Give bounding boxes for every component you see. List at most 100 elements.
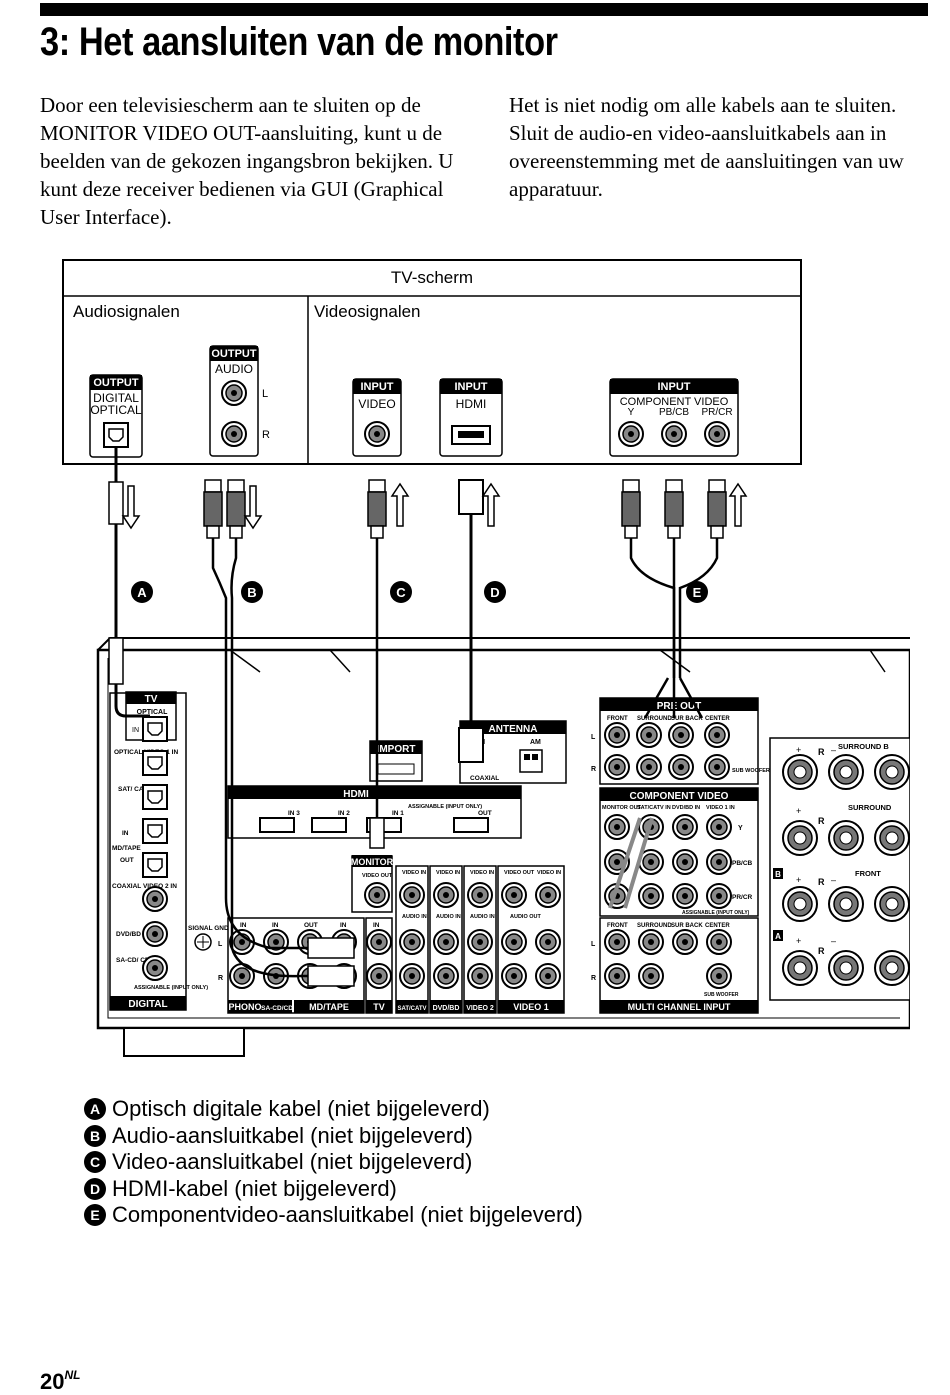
rcv-comp-dvd-in: DVD/BD IN	[672, 805, 700, 811]
rcv-spk-fa-minus-terminal-icon	[828, 950, 864, 986]
legend-text: Audio-aansluitkabel (niet bijgeleverd)	[112, 1122, 473, 1148]
rcv-monitor-video-out-jack-icon	[364, 882, 390, 908]
rcv-hdmi-in3: IN 3	[288, 810, 300, 817]
rcv-dvd-audio-r-jack-icon	[433, 963, 459, 989]
import-port-icon	[377, 763, 415, 775]
marker-a: A	[137, 585, 147, 600]
header-rule	[40, 3, 928, 16]
hdmi-in3-port-icon	[259, 817, 295, 833]
rcv-sacd-in-label: IN	[272, 922, 279, 929]
rcv-video-columns: VIDEO IN VIDEO IN VIDEO IN VIDEO OUT VID…	[395, 865, 565, 1014]
legend-marker: B	[84, 1124, 106, 1147]
rcv-mci-front-r-jack-icon	[604, 963, 630, 989]
rcv-v2-video-jack-icon	[467, 882, 493, 908]
rcv-hdmi-in2: IN 2	[338, 810, 350, 817]
rcv-sat-catv-label: SAT/CATV	[397, 1006, 426, 1012]
marker-c: C	[396, 585, 406, 600]
rcv-dvd-bd-jack-icon	[142, 921, 168, 947]
rcv-comp-y: Y	[738, 825, 743, 832]
arrow-down-icon	[243, 485, 263, 530]
rcv-tv-audio-r-jack-icon	[366, 963, 392, 989]
rcv-mci-surback: SUR BACK	[671, 923, 703, 929]
rcv-mci-front-l-jack-icon	[604, 929, 630, 955]
rcv-sat-video-jack-icon	[399, 882, 425, 908]
rcv-digital-label: DIGITAL	[128, 999, 167, 1010]
rcv-tv-in-label: IN	[132, 727, 139, 734]
rcv-mdtape-in-label: IN	[340, 922, 347, 929]
rcv-comp-v1-y-jack-icon	[706, 814, 732, 840]
rcv-monitor-label: MONITOR	[351, 857, 394, 867]
video-signals-label: Videosignalen	[314, 302, 421, 321]
rcv-digital-assignable: ASSIGNABLE (INPUT ONLY)	[134, 985, 208, 991]
legend-marker: A	[84, 1098, 106, 1121]
rcv-spk-fb-l-terminal-icon	[874, 886, 910, 922]
rcv-tv-optical-port-icon	[142, 716, 168, 742]
rcv-mci-sb-jack-icon	[672, 929, 698, 955]
cable-markers: A B C D E	[131, 581, 708, 603]
tv-component-label: COMPONENT VIDEO	[620, 396, 729, 408]
cables	[108, 446, 727, 987]
rcv-v1-video-in: VIDEO IN	[537, 870, 561, 876]
tv-comp-y-jack-icon	[618, 421, 644, 447]
rcv-spk-surb-plus-terminal-icon	[782, 754, 818, 790]
legend-item: B Audio-aansluitkabel (niet bijgeleverd)	[84, 1123, 583, 1150]
rcv-spk-surround-b: SURROUND B	[838, 742, 889, 751]
rcv-spk-r-4: R	[818, 946, 825, 956]
rcv-spk-surb-minus-terminal-icon	[828, 754, 864, 790]
rcv-spk-minus-3: –	[831, 875, 836, 885]
page-language-suffix: NL	[64, 1368, 81, 1382]
tv-input-label-component: INPUT	[658, 381, 691, 393]
rcv-analog-l: L	[218, 941, 223, 948]
rcv-spk-b-label: B	[775, 870, 781, 879]
rcv-comp-dvd-pr-jack-icon	[672, 883, 698, 909]
rcv-dvd-bd-label: DVD/BD	[433, 1005, 460, 1012]
tv-comp-pr-jack-icon	[704, 421, 730, 447]
hdmi-in2-port-icon	[311, 817, 347, 833]
rcv-preout-center-jack-icon	[704, 722, 730, 748]
rcv-spk-minus-4: –	[831, 936, 836, 946]
legend-text: Video-aansluitkabel (niet bijgeleverd)	[112, 1149, 473, 1175]
rcv-spk-sur-l-terminal-icon	[874, 820, 910, 856]
arrow-up-icon	[728, 482, 748, 527]
tv-audio-l-label: L	[262, 388, 268, 400]
rcv-preout-sub-jack-icon	[704, 754, 730, 780]
rcv-comp-mon-y-jack-icon	[604, 814, 630, 840]
rcv-component-label: COMPONENT VIDEO	[630, 791, 729, 802]
rcv-antenna-label: ANTENNA	[489, 724, 538, 735]
rcv-v1-audio-in-l-jack-icon	[535, 929, 561, 955]
rcv-sat-audio-in: AUDIO IN	[402, 914, 427, 920]
rcv-mdtape: MD/TAPE	[112, 845, 141, 852]
rcv-mci-sur-l-jack-icon	[638, 929, 664, 955]
rcv-mci-center: CENTER	[705, 923, 730, 929]
tv-audio-r-jack-icon	[221, 421, 247, 447]
hdmi-out-port-icon	[453, 817, 489, 833]
page-number: 20NL	[40, 1368, 80, 1395]
tv-input-label-hdmi: INPUT	[455, 381, 488, 393]
rcv-phono-label: PHONO	[228, 1002, 261, 1012]
rcv-comp-sat-pr-jack-icon	[638, 883, 664, 909]
rcv-comp-pr: PR/CR	[732, 894, 753, 901]
marker-b: B	[247, 585, 256, 600]
rcv-tv-audio-l-jack-icon	[366, 929, 392, 955]
rcv-comp-pb: PB/CB	[732, 860, 753, 867]
tv-output-label-optical: OUTPUT	[93, 377, 139, 389]
rcv-sat-audio-r-jack-icon	[399, 963, 425, 989]
rcv-spk-minus-1: –	[831, 745, 836, 755]
rcv-v1-audio-out: AUDIO OUT	[510, 914, 542, 920]
rcv-am-label: AM	[530, 739, 541, 746]
rcv-mci-front: FRONT	[607, 923, 628, 929]
legend-marker: C	[84, 1151, 106, 1174]
intro-paragraph-left: Door een televisiescherm aan te sluiten …	[40, 93, 454, 229]
tv-digital-label: DIGITAL	[93, 391, 139, 405]
rcv-preout-label: PRE OUT	[657, 701, 701, 712]
rcv-v1-video-out-jack-icon	[501, 882, 527, 908]
rcv-hdmi-in1: IN 1	[392, 810, 404, 817]
tv-title: TV-scherm	[391, 268, 473, 287]
rcv-preout-sb-r-jack-icon	[668, 754, 694, 780]
rcv-sat-video-in: VIDEO IN	[402, 870, 426, 876]
rcv-mdtape-out: OUT	[120, 857, 134, 864]
rcv-spk-fa-l-terminal-icon	[874, 950, 910, 986]
